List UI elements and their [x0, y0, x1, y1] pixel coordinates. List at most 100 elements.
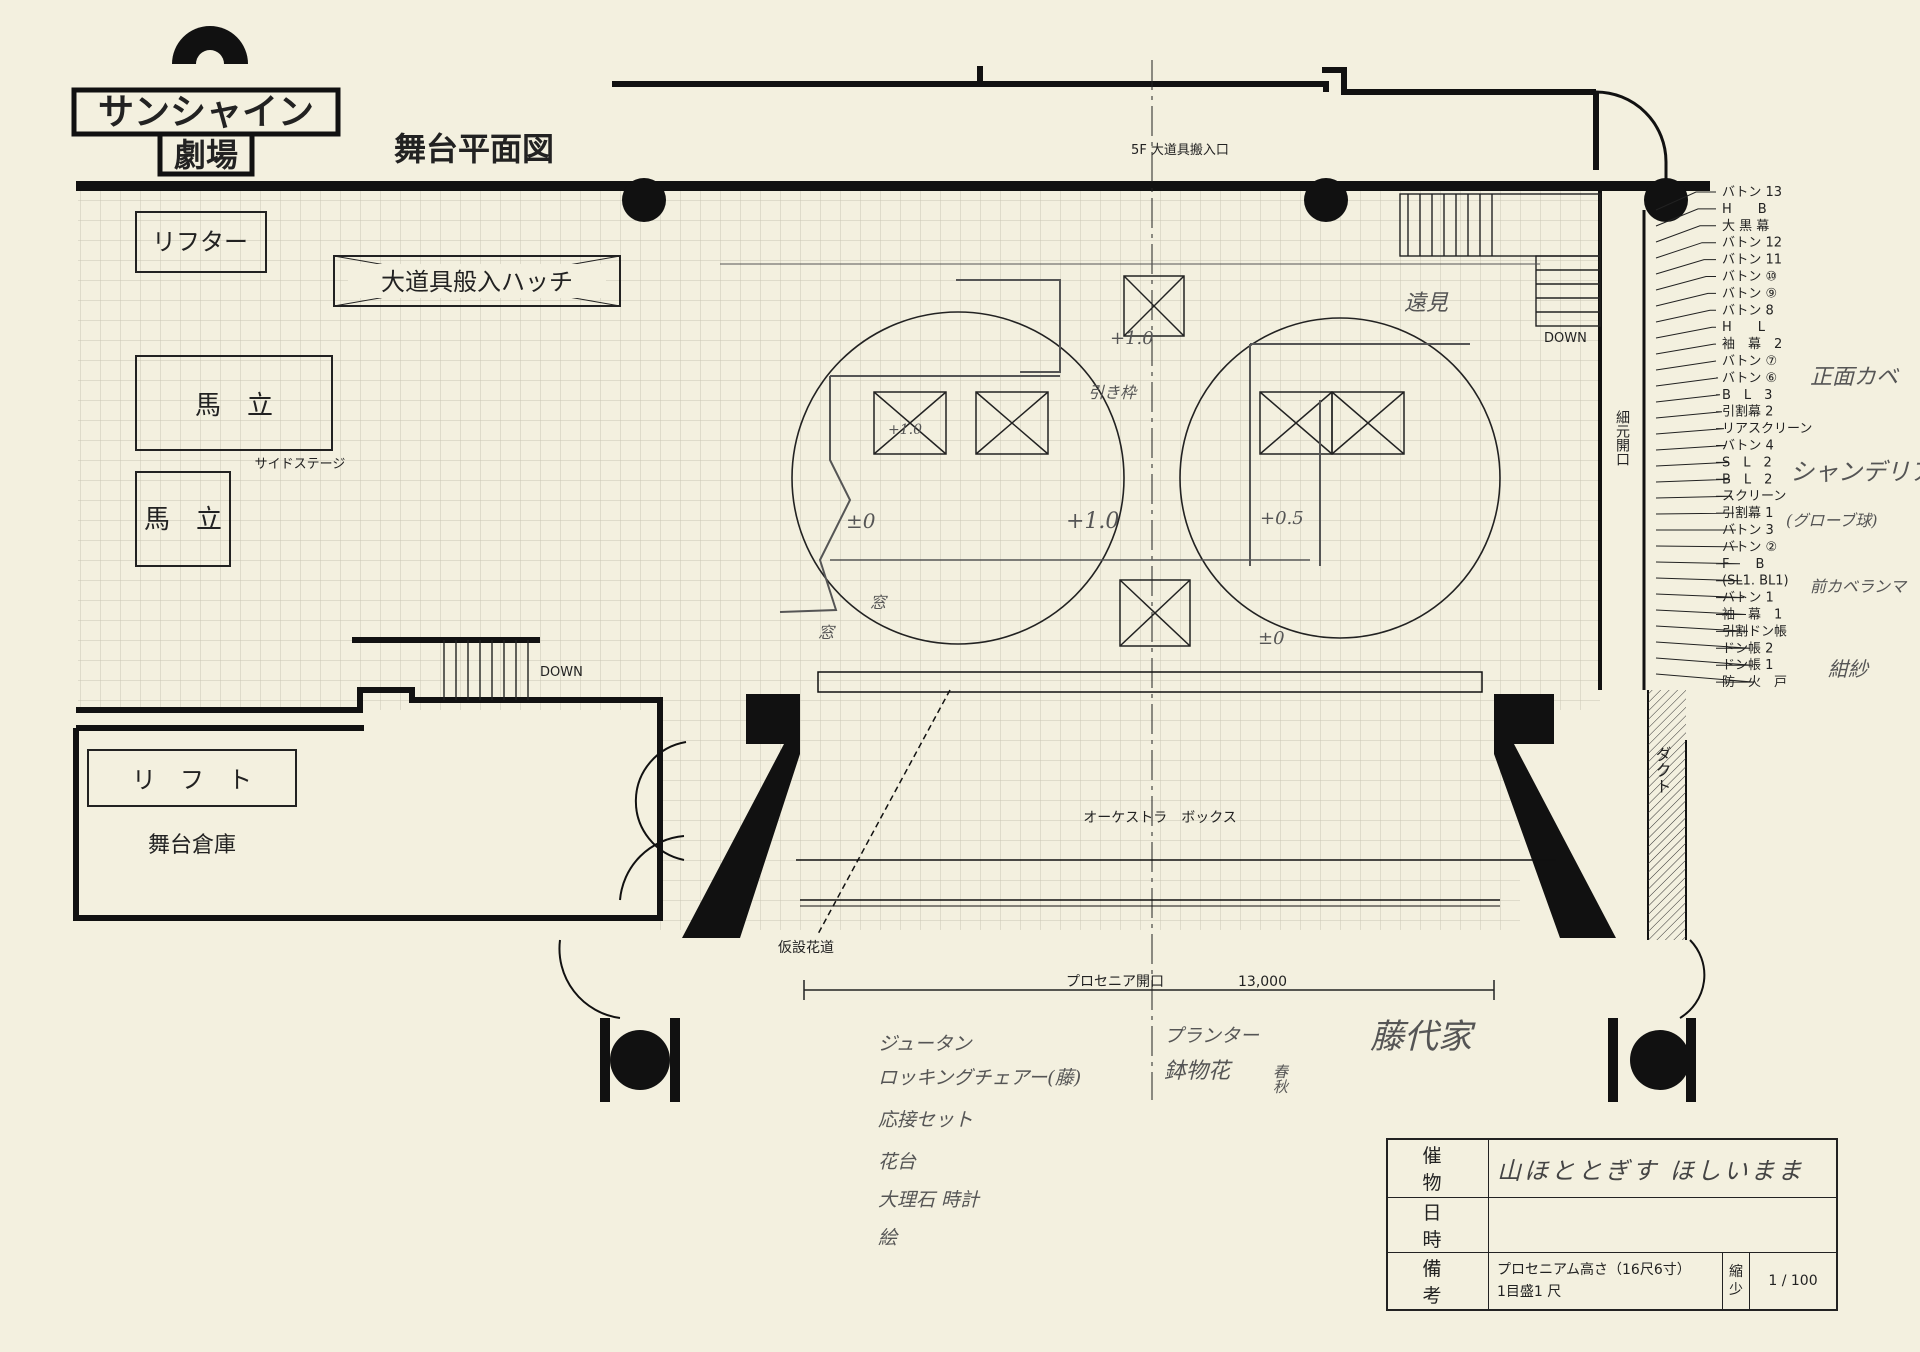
batten-item: 防 火 戸	[1722, 674, 1787, 690]
batten-item: 大 黒 幕	[1722, 219, 1769, 234]
batten-leader	[1655, 326, 1716, 339]
level-2: ±0	[846, 509, 876, 533]
prop-item: 応接セット	[878, 1109, 973, 1131]
batten-item: 引割幕 1	[1722, 505, 1773, 521]
down-label-left: DOWN	[540, 665, 583, 680]
props-list-mid: プランター 鉢物花 春秋	[1164, 1025, 1289, 1094]
batten-leader	[1655, 495, 1733, 499]
shomen-kabe-note: 正面カベ	[1810, 365, 1900, 390]
batten-leader	[1655, 242, 1716, 259]
remarks-line2: 1目盛1 尺	[1497, 1283, 1562, 1300]
side-stage-label: サイドステージ	[255, 457, 346, 472]
grid-area	[78, 188, 1600, 930]
set-sketch	[720, 263, 1540, 613]
prop-item: ジュータン	[878, 1033, 973, 1055]
batten-leader	[1655, 394, 1721, 403]
globe-note: (グローブ球)	[1786, 511, 1878, 530]
stair-top-right	[1399, 193, 1601, 327]
datetime-value	[1488, 1196, 1838, 1253]
toomi-note: 遠見	[1404, 291, 1449, 316]
revolving-stages	[791, 311, 1501, 645]
konsha-note: 紺紗	[1828, 657, 1870, 681]
batten-item: バトン 8	[1722, 303, 1774, 318]
hikiwaku-note: 引き枠	[1088, 383, 1138, 402]
batten-item: リアスクリーン	[1722, 422, 1812, 437]
proscenium	[558, 671, 1706, 1019]
batten-item: H L	[1722, 320, 1766, 335]
batten-leader	[1655, 428, 1725, 435]
prop-item: 鉢物花	[1164, 1059, 1233, 1084]
level-4: +0.5	[1260, 508, 1304, 529]
batten-leader	[1655, 191, 1716, 211]
page-title: 舞台平面図	[394, 130, 554, 168]
batten-leader	[1655, 641, 1751, 649]
event-label: 催 物	[1386, 1138, 1489, 1198]
prop-item: 大理石 時計	[878, 1189, 981, 1211]
batten-leader	[1655, 478, 1731, 483]
level-6: +1.0	[888, 422, 922, 438]
prop-item: 花台	[878, 1151, 917, 1173]
batten-leader	[1655, 561, 1741, 565]
batten-leader	[1655, 673, 1755, 683]
batten-leader	[1655, 259, 1716, 275]
duct-text: ダクト	[1653, 746, 1672, 794]
batten-item: 袖 幕 2	[1722, 337, 1782, 352]
level-5: ±0	[1258, 628, 1285, 649]
batten-item: (SL1. BL1)	[1722, 574, 1789, 589]
batten-leader	[1655, 593, 1745, 599]
batten-item: B L 3	[1722, 388, 1772, 403]
scale-value: 1 / 100	[1749, 1251, 1838, 1311]
umatate-label-1: 馬 立	[195, 391, 273, 421]
batten-item: バトン 3	[1722, 523, 1774, 538]
prop-item: 絵	[878, 1227, 899, 1249]
theater-logo: サンシャイン 劇場	[71, 26, 341, 177]
batten-leader	[1655, 625, 1749, 632]
batten-leader	[1655, 445, 1727, 451]
batten-leader	[1655, 609, 1747, 615]
mado-note-2: 窓	[818, 623, 836, 642]
temp-hanamichi-label: 仮設花道	[778, 940, 834, 956]
batten-leader	[1655, 360, 1717, 371]
level-1: +1.0	[1110, 328, 1154, 349]
storage-label: 舞台倉庫	[148, 833, 236, 858]
batten-item: バトン 13	[1722, 185, 1782, 200]
batten-item: ドン帳 1	[1722, 658, 1773, 673]
batten-leader	[1655, 577, 1743, 582]
prop-item: ロッキングチェアー(藤)	[878, 1067, 1081, 1089]
remarks-value: プロセニアム高さ（16尺6寸） 1目盛1 尺	[1488, 1251, 1723, 1311]
hosomi-text: 細元開口	[1614, 410, 1630, 466]
umatate-label-2: 馬 立	[144, 505, 222, 535]
batten-leader	[1655, 545, 1739, 548]
batten-leader	[1655, 461, 1729, 467]
batten-leader	[1655, 208, 1716, 227]
stair-left	[443, 640, 529, 700]
loading-entrance: 5F 大道具搬入口	[1131, 143, 1229, 158]
hatch-label: 大道具般入ハッチ	[381, 268, 573, 296]
datetime-label: 日 時	[1386, 1196, 1489, 1253]
batten-item: スクリーン	[1722, 489, 1786, 504]
batten-item: バトン 1	[1722, 591, 1774, 606]
prop-item: プランター	[1164, 1025, 1260, 1047]
remarks-label: 備 考	[1386, 1251, 1489, 1311]
batten-item: 袖 幕 1	[1722, 608, 1782, 623]
batten-item: ドン帳 2	[1722, 641, 1773, 656]
proscenium-width: 13,000	[1238, 974, 1287, 990]
down-label-right: DOWN	[1544, 331, 1587, 346]
batten-item: バトン ⑥	[1722, 371, 1777, 386]
logo-line1: サンシャイン	[98, 92, 314, 133]
mae-kabe-note: 前カベランマ	[1810, 577, 1908, 596]
lift-label: リ フ ト	[132, 766, 252, 794]
trap-doors	[873, 275, 1405, 647]
batten-item: バトン 12	[1722, 236, 1782, 251]
hosomi-label: 細元開口	[1614, 410, 1630, 466]
fujishiro-note: 藤代家	[1370, 1017, 1476, 1057]
batten-item: B L 2	[1722, 472, 1772, 487]
batten-item: バトン ②	[1722, 540, 1777, 555]
info-table: 催 物 山ほととぎす ほしいまま 日 時 備 考 プロセニアム高さ（16尺6寸）…	[1386, 1138, 1838, 1311]
lifter-label: リフター	[152, 228, 248, 256]
mado-note-1: 窓	[870, 593, 888, 612]
level-3: +1.0	[1066, 509, 1119, 534]
batten-leader	[1655, 292, 1716, 307]
duct-label: ダクト	[1653, 746, 1672, 794]
